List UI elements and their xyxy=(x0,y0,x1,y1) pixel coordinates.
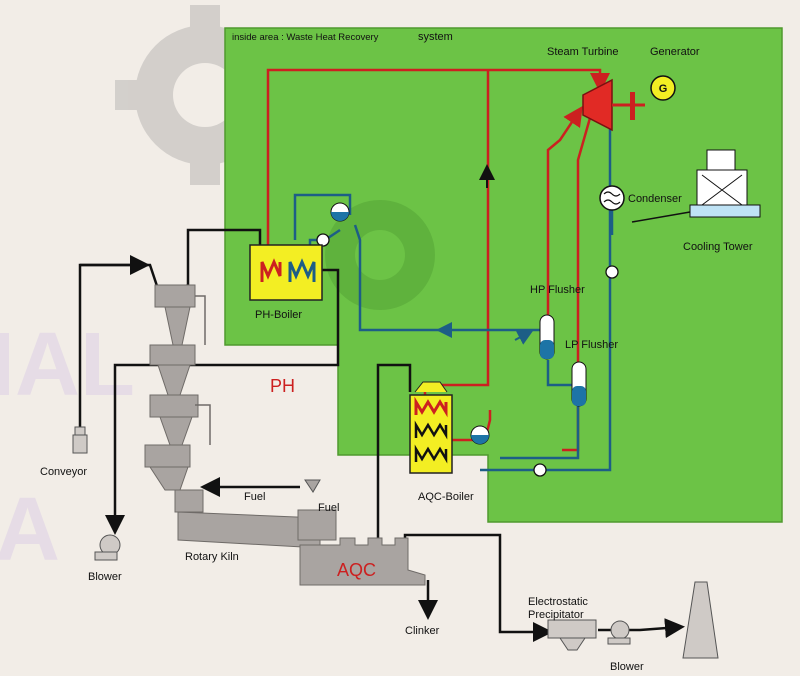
aqc-boiler-label: AQC-Boiler xyxy=(418,491,474,503)
lp-flusher-icon xyxy=(571,361,587,407)
ph-boiler-economizer-coil xyxy=(288,258,316,282)
watermark-letters: IAL xyxy=(0,315,135,415)
ph-boiler-superheater-coil xyxy=(260,258,282,282)
fuel-burner-icon xyxy=(304,479,321,493)
coupling xyxy=(630,92,635,120)
generator-symbol: G xyxy=(659,83,668,95)
waste-heat-recovery-area xyxy=(224,27,783,523)
hp-flusher-label: HP Flusher xyxy=(530,284,585,296)
steam-turbine-label: Steam Turbine xyxy=(547,46,619,58)
ph-label: PH xyxy=(270,376,295,396)
area-watermark-gear xyxy=(325,200,435,310)
aqc-boiler-hood xyxy=(414,381,448,393)
aqc-clinker-cooler xyxy=(299,537,426,586)
hp-flusher-icon xyxy=(539,314,555,360)
pump-icons xyxy=(316,233,619,477)
gas-lines xyxy=(78,228,685,642)
clinker-label: Clinker xyxy=(405,625,440,637)
blower-right-label: Blower xyxy=(610,661,644,673)
condenser-coil-icon xyxy=(603,191,621,205)
aqc-superheater-coil xyxy=(414,396,448,418)
blower-left-icon xyxy=(94,534,121,561)
aqc-economizer-coil xyxy=(414,444,448,464)
ph-boiler-label: PH-Boiler xyxy=(255,309,302,321)
precipitator-label: Precipitator xyxy=(528,609,584,621)
area-title-suffix: system xyxy=(418,31,453,43)
conveyor-label: Conveyor xyxy=(40,466,87,478)
lp-flusher-label: LP Flusher xyxy=(565,339,618,351)
blower-left-label: Blower xyxy=(88,571,122,583)
condenser-label: Condenser xyxy=(628,193,682,205)
fuel-label-1: Fuel xyxy=(244,491,265,503)
steam-turbine xyxy=(582,78,613,132)
fuel-label-2: Fuel xyxy=(318,502,339,514)
rotary-kiln-label: Rotary Kiln xyxy=(185,551,239,563)
electrostatic-label: Electrostatic xyxy=(528,596,588,608)
preheater-tower xyxy=(144,284,204,513)
aqc-drum-water xyxy=(471,435,489,444)
aqc-evaporator-coil xyxy=(414,420,448,440)
area-title: inside area : Waste Heat Recovery xyxy=(232,32,379,43)
watermark-letters-2: A xyxy=(0,480,60,580)
stack-icon xyxy=(682,581,719,659)
ph-drum-water xyxy=(331,212,349,221)
preheater-ducts xyxy=(195,295,211,445)
cooling-tower-label: Cooling Tower xyxy=(683,241,753,253)
kiln-hood xyxy=(297,509,337,541)
generator-label: Generator xyxy=(650,46,700,58)
blower-right-icon xyxy=(607,620,631,645)
electrostatic-precipitator-icon xyxy=(547,619,597,651)
cooling-tower-icon xyxy=(631,149,761,223)
generator-icon xyxy=(650,75,676,101)
aqc-label: AQC xyxy=(337,560,376,580)
condenser-icon xyxy=(599,185,625,211)
conveyor-icon xyxy=(72,426,88,454)
flow-arrows xyxy=(436,322,534,345)
